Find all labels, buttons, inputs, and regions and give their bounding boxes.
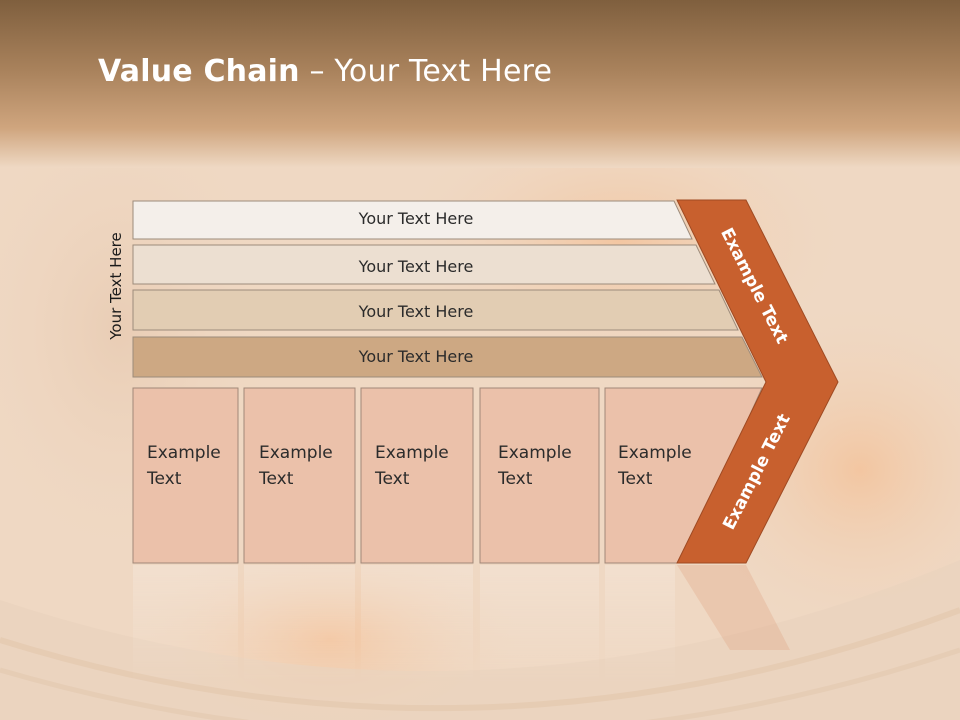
box-1-label: Example Text [147, 440, 237, 492]
box-5-line1: Example [618, 443, 692, 463]
row-1-shape [132, 200, 693, 240]
box-2-shape [243, 387, 356, 564]
box-3-shape [360, 387, 474, 564]
box-4-line2: Text [498, 469, 533, 489]
box-4-line1: Example [498, 443, 572, 463]
box-3-label: Example Text [375, 440, 465, 492]
slide-title-bold: Value Chain [98, 54, 300, 89]
box-1-line1: Example [147, 443, 221, 463]
box-1-shape [132, 387, 239, 564]
slide-title: Value Chain – Your Text Here [98, 54, 552, 89]
row-1-label: Your Text Here [358, 209, 474, 228]
box-3-line1: Example [375, 443, 449, 463]
box-2-line2: Text [259, 469, 294, 489]
box-5-line2: Text [618, 469, 653, 489]
slide-title-rest: – Your Text Here [299, 54, 553, 89]
box-2-label: Example Text [259, 440, 349, 492]
row-2-label: Your Text Here [358, 257, 474, 276]
row-3-shape [132, 289, 739, 331]
row-2-shape [132, 244, 716, 285]
box-3-line2: Text [375, 469, 410, 489]
box-4-shape [479, 387, 600, 564]
chevron-arrow [676, 199, 839, 564]
row-3-label: Your Text Here [358, 302, 474, 321]
box-5-label: Example Text [618, 440, 708, 492]
box-4-label: Example Text [498, 440, 588, 492]
box-2-line1: Example [259, 443, 333, 463]
box-1-line2: Text [147, 469, 182, 489]
side-label-text: Your Text Here [107, 232, 125, 340]
row-4-label: Your Text Here [358, 347, 474, 366]
row-4-shape [132, 336, 763, 378]
